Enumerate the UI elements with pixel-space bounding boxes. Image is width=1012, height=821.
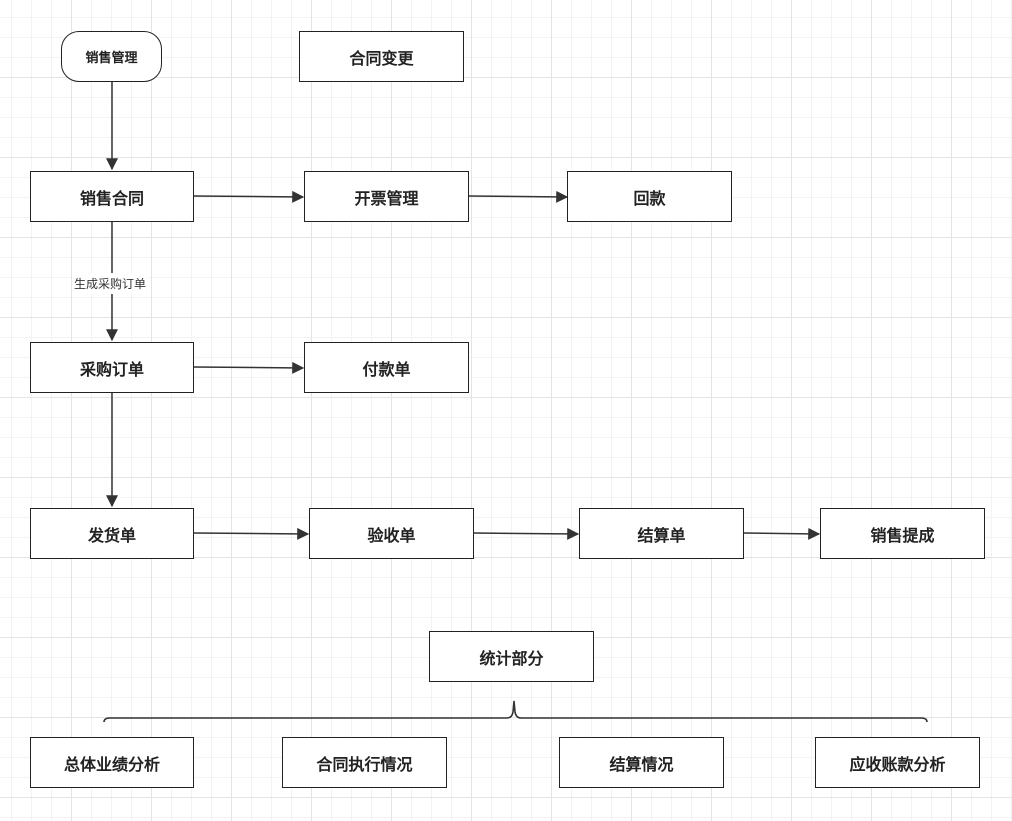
statistics-node[interactable]: 统计部分: [429, 631, 594, 682]
sales-management-node[interactable]: 销售管理: [61, 31, 162, 82]
acceptance-note-node[interactable]: 验收单: [309, 508, 474, 559]
generate-purchase-order-label: 生成采购订单: [72, 273, 149, 294]
delivery-note-node[interactable]: 发货单: [30, 508, 194, 559]
arrow-acceptance-to-settlement: [473, 527, 580, 540]
arrow-sales-contract-to-invoice: [193, 190, 305, 203]
statistics-brace: [103, 700, 928, 723]
contract-execution-node[interactable]: 合同执行情况: [282, 737, 447, 788]
contract-change-node[interactable]: 合同变更: [299, 31, 464, 82]
overall-performance-node[interactable]: 总体业绩分析: [30, 737, 194, 788]
arrow-settlement-to-commission: [743, 527, 821, 540]
settlement-note-node[interactable]: 结算单: [579, 508, 744, 559]
sales-commission-node[interactable]: 销售提成: [820, 508, 985, 559]
receivables-analysis-node[interactable]: 应收账款分析: [815, 737, 980, 788]
arrow-delivery-to-acceptance: [193, 527, 310, 540]
payment-collection-node[interactable]: 回款: [567, 171, 732, 222]
purchase-order-node[interactable]: 采购订单: [30, 342, 194, 393]
arrow-purchase-order-to-payment: [193, 361, 305, 374]
sales-contract-node[interactable]: 销售合同: [30, 171, 194, 222]
arrow-invoice-to-payment-collection: [468, 190, 569, 203]
invoice-management-node[interactable]: 开票管理: [304, 171, 469, 222]
payment-voucher-node[interactable]: 付款单: [304, 342, 469, 393]
settlement-status-node[interactable]: 结算情况: [559, 737, 724, 788]
